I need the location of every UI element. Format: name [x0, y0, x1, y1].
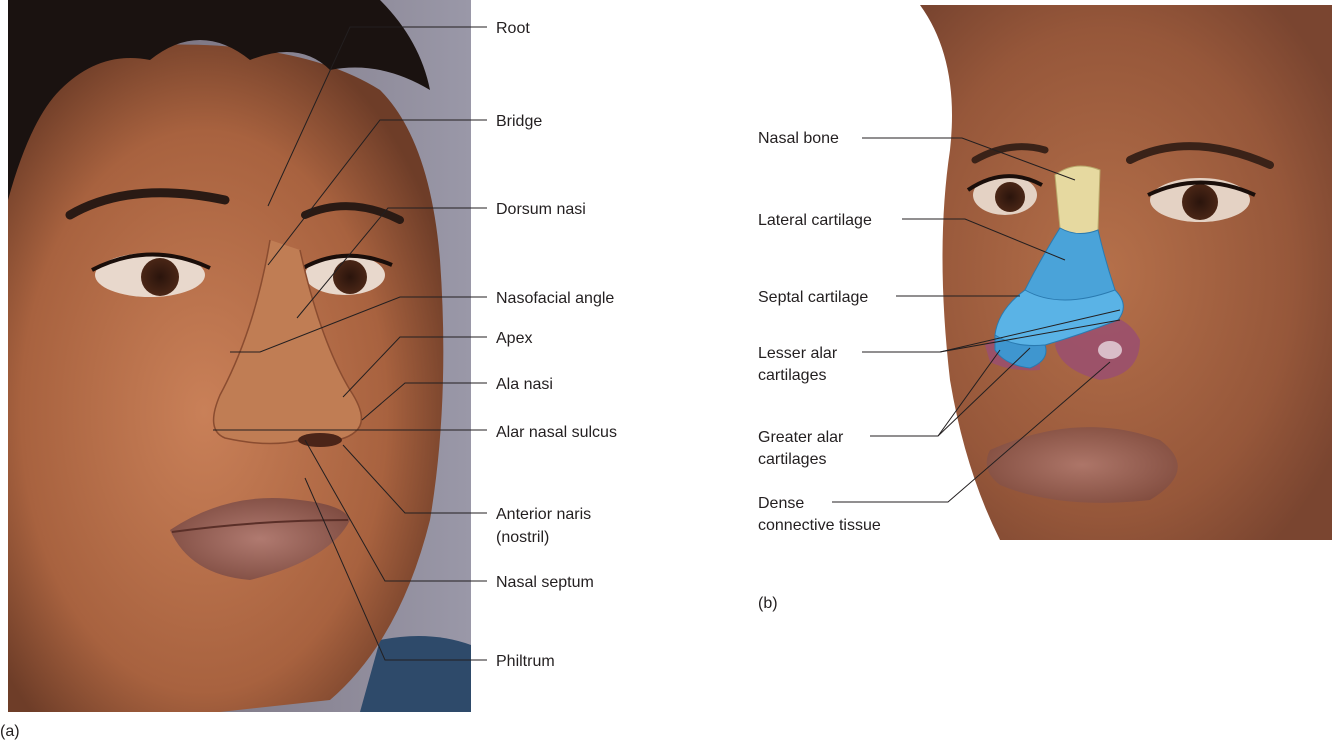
label-nasal-bone: Nasal bone — [758, 130, 839, 147]
panel-a-photo — [8, 0, 471, 712]
label-dorsum-nasi: Dorsum nasi — [496, 201, 586, 218]
nostril-a — [298, 433, 342, 447]
label-philtrum: Philtrum — [496, 653, 555, 670]
label-alar-nasal-sulcus: Alar nasal sulcus — [496, 424, 617, 441]
label-ala-nasi: Ala nasi — [496, 376, 553, 393]
right-iris — [333, 260, 367, 294]
caption-a: (a) — [0, 723, 20, 740]
label-root: Root — [496, 20, 530, 37]
label-lateral-cartilage: Lateral cartilage — [758, 212, 872, 229]
label-nasofacial-angle: Nasofacial angle — [496, 290, 614, 307]
face-a — [8, 45, 443, 712]
panel-b-labels: Nasal bone Lateral cartilage Septal cart… — [758, 130, 881, 612]
b-right-iris — [1182, 184, 1218, 220]
b-left-iris — [995, 182, 1025, 212]
caption-b: (b) — [758, 595, 778, 612]
panel-b-photo — [920, 5, 1332, 540]
label-septal-cartilage: Septal cartilage — [758, 289, 868, 306]
label-connective-tissue: connective tissue — [758, 517, 881, 534]
label-bridge: Bridge — [496, 113, 542, 130]
label-lesser-alar-cartilages: cartilages — [758, 367, 826, 384]
label-nasal-septum: Nasal septum — [496, 574, 594, 591]
left-iris — [141, 258, 179, 296]
label-lesser-alar: Lesser alar — [758, 345, 838, 362]
label-anterior-naris: Anterior naris — [496, 506, 591, 523]
nasal-bone-shape — [1055, 166, 1100, 235]
nostril-b — [1098, 341, 1122, 359]
label-apex: Apex — [496, 330, 532, 347]
label-anterior-naris-nostril: (nostril) — [496, 529, 549, 546]
label-dense: Dense — [758, 495, 804, 512]
label-greater-alar: Greater alar — [758, 429, 844, 446]
label-greater-alar-cartilages: cartilages — [758, 451, 826, 468]
